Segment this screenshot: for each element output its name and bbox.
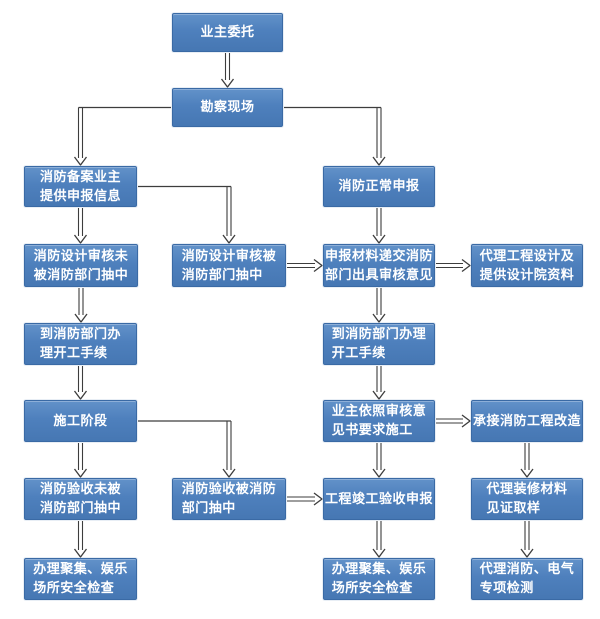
flow-node-agent-design: 代理工程设计及 提供设计院资料: [471, 244, 583, 287]
flow-node-label: 消防设计审核未 被消防部门抽中: [33, 248, 129, 283]
edge-normal-declare-to-submit-materials: [372, 208, 386, 245]
flow-node-acceptance-selected: 消防验收被消防 部门抽中: [172, 478, 286, 520]
flow-node-label: 消防验收被消防 部门抽中: [181, 482, 277, 516]
flow-node-acceptance-not-selected: 消防验收未被 消防部门抽中: [24, 478, 137, 520]
flow-node-label: 施工阶段: [53, 413, 108, 429]
flow-node-owner-construct: 业主依照审核意 见书要求施工: [323, 400, 435, 442]
edge-agent-material-sampling-to-agent-electric-test: [520, 521, 534, 559]
edge-acceptance-selected-to-completion-declare: [287, 492, 324, 506]
edge-submit-materials-to-start-formalities-right: [372, 288, 386, 324]
flow-node-label: 代理工程设计及 提供设计院资料: [479, 248, 575, 283]
flow-node-label: 工程竣工验收申报: [324, 491, 433, 507]
flow-node-label: 代理消防、电气 专项检测: [479, 562, 575, 596]
edge-design-selected-to-submit-materials: [287, 258, 324, 273]
flow-node-completion-declare: 工程竣工验收申报: [323, 478, 435, 520]
flow-node-construction-stage: 施工阶段: [24, 400, 137, 442]
edge-construction-stage-to-acceptance-selected: [138, 420, 236, 479]
edge-record-owner-info-to-design-selected: [138, 185, 236, 245]
flow-node-safety-check-left: 办理聚集、娱乐 场所安全检查: [24, 558, 137, 600]
flow-node-label: 消防正常申报: [338, 179, 420, 194]
flow-node-owner-entrust: 业主委托: [172, 13, 283, 52]
flow-node-label: 勘察现场: [200, 100, 255, 115]
edge-site-survey-to-record-owner-info: [73, 106, 171, 167]
edge-completion-declare-to-safety-check-right: [372, 521, 386, 559]
flow-node-safety-check-right: 办理聚集、娱乐 场所安全检查: [323, 558, 435, 600]
flow-node-label: 消防验收未被 消防部门抽中: [39, 482, 121, 516]
flow-node-label: 业主依照审核意 见书要求施工: [331, 404, 427, 438]
edge-owner-entrust-to-site-survey: [220, 53, 235, 89]
flow-node-label: 申报材料递交消防 部门出具审核意见: [324, 248, 433, 283]
flow-node-label: 到消防部门办理 开工手续: [331, 327, 427, 361]
flow-node-label: 消防备案业主 提供申报信息: [39, 169, 121, 204]
flow-node-submit-materials: 申报材料递交消防 部门出具审核意见: [323, 244, 435, 287]
flow-node-label: 消防设计审核被 消防部门抽中: [181, 248, 277, 283]
flow-node-record-owner-info: 消防备案业主 提供申报信息: [24, 166, 137, 207]
flow-node-design-selected: 消防设计审核被 消防部门抽中: [172, 244, 286, 287]
flow-node-label: 承接消防工程改造: [472, 413, 581, 429]
edge-start-formalities-right-to-owner-construct: [372, 366, 386, 401]
edge-acceptance-not-selected-to-safety-check-left: [73, 521, 88, 559]
flow-node-label: 业主委托: [200, 25, 255, 40]
edge-submit-materials-to-agent-design: [436, 258, 472, 273]
flow-node-undertake-renovation: 承接消防工程改造: [471, 400, 583, 442]
flow-node-label: 到消防部门办 理开工手续: [39, 327, 121, 361]
flow-node-design-not-selected: 消防设计审核未 被消防部门抽中: [24, 244, 138, 287]
edge-site-survey-to-normal-declare: [284, 106, 386, 167]
edge-record-owner-info-to-design-not-selected: [73, 208, 88, 245]
flow-node-label: 办理聚集、娱乐 场所安全检查: [331, 562, 427, 596]
flow-node-label: 办理聚集、娱乐 场所安全检查: [33, 562, 128, 596]
edge-design-not-selected-to-start-formalities-left: [74, 288, 88, 324]
edge-owner-construct-to-undertake-renovation: [436, 414, 472, 428]
flow-node-agent-material-sampling: 代理装修材料 见证取样: [471, 478, 583, 520]
flow-node-site-survey: 勘察现场: [172, 88, 283, 127]
flow-node-start-formalities-right: 到消防部门办理 开工手续: [323, 323, 435, 365]
flow-node-start-formalities-left: 到消防部门办 理开工手续: [24, 323, 137, 365]
edge-owner-construct-to-completion-declare: [372, 443, 386, 479]
flow-node-agent-electric-test: 代理消防、电气 专项检测: [471, 558, 583, 600]
flow-node-normal-declare: 消防正常申报: [323, 166, 435, 207]
edge-start-formalities-left-to-construction-stage: [73, 366, 88, 401]
edge-undertake-renovation-to-agent-material-sampling: [520, 443, 534, 479]
edge-construction-stage-to-acceptance-not-selected: [73, 443, 88, 479]
flow-node-label: 代理装修材料 见证取样: [486, 482, 568, 516]
